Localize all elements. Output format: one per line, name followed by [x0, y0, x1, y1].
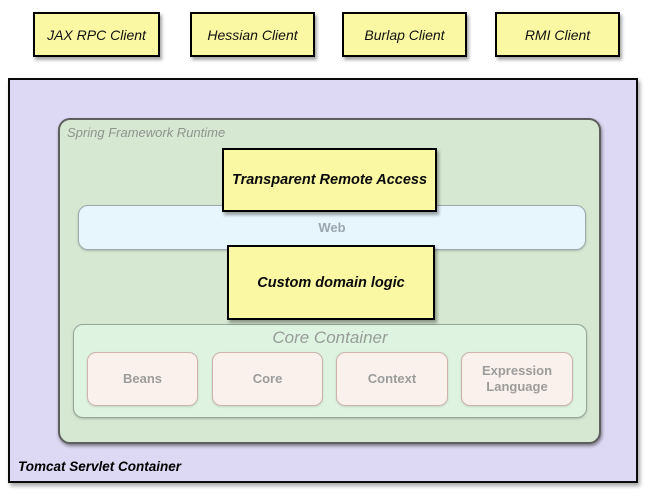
rmi-client-label: RMI Client — [524, 26, 591, 43]
jax-rpc-client-label: JAX RPC Client — [47, 26, 146, 43]
transparent-remote-access-box: Transparent Remote Access — [222, 148, 437, 212]
spring-framework-runtime-box: Spring Framework Runtime Web Core Contai… — [58, 118, 601, 444]
spring-framework-runtime-label: Spring Framework Runtime — [67, 125, 226, 140]
core-container-label: Core Container — [272, 328, 388, 347]
hessian-client-label: Hessian Client — [207, 26, 298, 43]
custom-domain-logic-label: Custom domain logic — [257, 274, 405, 291]
expression-language-module-box: Expression Language — [461, 352, 573, 406]
context-module-label: Context — [367, 371, 417, 387]
tomcat-servlet-container-box: Spring Framework Runtime Web Core Contai… — [8, 78, 638, 483]
beans-module-box: Beans — [87, 352, 198, 406]
core-module-box: Core — [212, 352, 323, 406]
core-module-label: Core — [252, 371, 283, 387]
expression-language-module-label: Expression Language — [481, 363, 553, 394]
hessian-client-box: Hessian Client — [190, 12, 315, 57]
web-layer-label: Web — [318, 220, 346, 235]
tomcat-servlet-container-label: Tomcat Servlet Container — [18, 459, 182, 474]
burlap-client-box: Burlap Client — [342, 12, 467, 57]
custom-domain-logic-box: Custom domain logic — [227, 245, 435, 320]
jax-rpc-client-box: JAX RPC Client — [33, 12, 160, 57]
rmi-client-box: RMI Client — [495, 12, 620, 57]
context-module-box: Context — [336, 352, 448, 406]
beans-module-label: Beans — [122, 371, 163, 387]
burlap-client-label: Burlap Client — [364, 26, 445, 43]
transparent-remote-access-label: Transparent Remote Access — [231, 172, 428, 188]
core-container-box: Core Container Beans Core Context Expres… — [73, 324, 587, 418]
